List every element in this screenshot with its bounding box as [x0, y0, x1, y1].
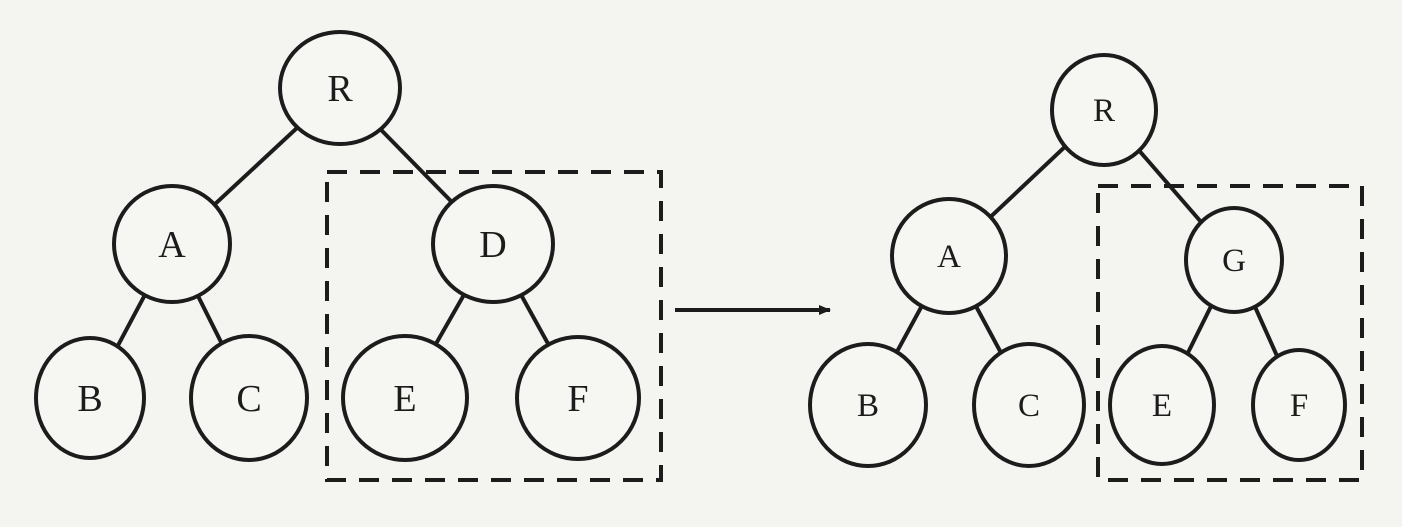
- left-node-b: B: [34, 336, 146, 460]
- node-label: A: [937, 239, 961, 275]
- node-label: F: [1290, 388, 1308, 424]
- node-label: G: [1222, 243, 1246, 279]
- right-node-c: C: [972, 342, 1086, 468]
- node-label: E: [1152, 388, 1172, 424]
- left-node-f: F: [515, 335, 641, 461]
- left-node-a: A: [112, 184, 232, 304]
- node-circle: [431, 184, 555, 304]
- node-circle: [1251, 348, 1347, 462]
- node-label: C: [236, 378, 261, 420]
- node-label: B: [857, 388, 879, 424]
- right-subtree-highlight-box: [1096, 184, 1364, 482]
- node-circle: [112, 184, 232, 304]
- node-label: D: [479, 224, 506, 266]
- node-label: R: [1093, 93, 1115, 129]
- right-node-b: B: [808, 342, 928, 468]
- node-circle: [1184, 206, 1284, 314]
- node-circle: [890, 197, 1008, 315]
- left-node-e: E: [341, 334, 469, 462]
- node-label: A: [158, 224, 186, 266]
- left-node-r: R: [278, 30, 402, 146]
- node-circle: [972, 342, 1086, 468]
- left-subtree-highlight-box: [325, 170, 663, 482]
- node-circle: [189, 334, 309, 462]
- right-node-e: E: [1108, 344, 1216, 466]
- left-node-d: D: [431, 184, 555, 304]
- node-circle: [515, 335, 641, 461]
- node-circle: [1108, 344, 1216, 466]
- node-label: C: [1018, 388, 1040, 424]
- node-circle: [34, 336, 146, 460]
- right-node-a: A: [890, 197, 1008, 315]
- node-label: B: [77, 378, 102, 420]
- left-tree: R A D B C E F: [34, 30, 663, 482]
- right-node-f: F: [1251, 348, 1347, 462]
- node-label: F: [567, 378, 588, 420]
- node-label: R: [327, 68, 353, 110]
- right-node-r: R: [1050, 53, 1158, 167]
- node-circle: [278, 30, 402, 146]
- left-node-c: C: [189, 334, 309, 462]
- right-tree: R A G B C E F: [808, 53, 1364, 482]
- node-circle: [1050, 53, 1158, 167]
- node-circle: [341, 334, 469, 462]
- right-node-g: G: [1184, 206, 1284, 314]
- node-label: E: [393, 378, 416, 420]
- node-circle: [808, 342, 928, 468]
